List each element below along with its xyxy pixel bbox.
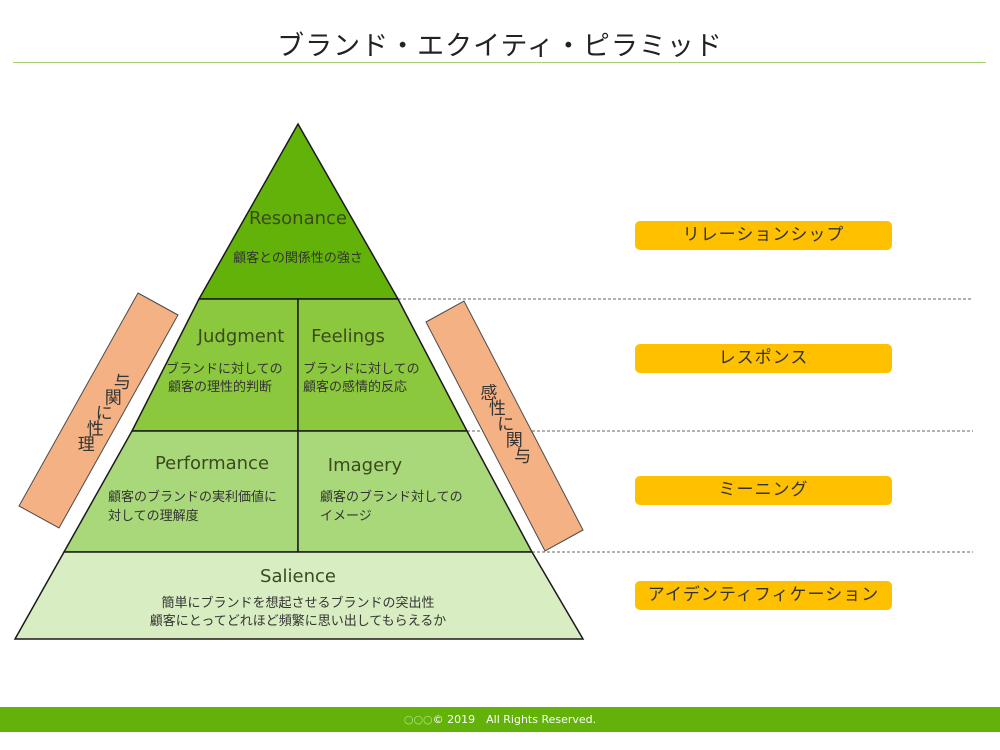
level-badge-identification: アイデンティフィケーション <box>635 581 892 610</box>
performance-title: Performance <box>155 453 269 474</box>
tier-salience <box>13 551 585 640</box>
right-side-char-5: 与 <box>514 447 531 467</box>
judgment-desc-line2: 顧客の理性的判断 <box>168 379 272 395</box>
judgment-title: Judgment <box>197 326 285 347</box>
performance-desc-line2: 対しての理解度 <box>108 508 199 524</box>
right-side-char-4: 関 <box>506 431 523 451</box>
left-side-box-rational: 理 性 に 関 与 <box>18 292 179 529</box>
footer-company-placeholder: ○○○ <box>403 713 433 726</box>
performance-desc-line1: 顧客のブランドの実利価値に <box>108 489 277 505</box>
right-side-box-shape <box>425 300 584 552</box>
left-side-char-3: に <box>96 404 113 424</box>
right-side-char-3: に <box>497 415 514 435</box>
feelings-desc-line1: ブランドに対しての <box>303 361 420 377</box>
left-side-char-5: 与 <box>114 373 131 393</box>
level-badge-response: レスポンス <box>635 344 892 373</box>
salience-title: Salience <box>260 566 336 587</box>
footer-bar: ○○○© 2019 All Rights Reserved. <box>0 707 1000 732</box>
imagery-desc-line2: イメージ <box>320 509 372 524</box>
title-divider <box>13 62 986 63</box>
left-side-char-1: 理 <box>78 435 95 455</box>
level-badge-meaning: ミーニング <box>635 476 892 505</box>
left-side-box-shape <box>18 292 179 529</box>
right-side-box-emotional: 感 性 に 関 与 <box>425 300 584 552</box>
salience-desc-line2: 顧客にとってどれほど頻繁に思い出してもらえるか <box>150 613 447 629</box>
left-side-char-2: 性 <box>87 420 104 440</box>
imagery-title: Imagery <box>328 455 403 476</box>
right-side-char-2: 性 <box>489 399 506 419</box>
feelings-title: Feelings <box>311 326 385 347</box>
imagery-desc-line1: 顧客のブランド対しての <box>320 489 463 505</box>
page-title: ブランド・エクイティ・ピラミッド <box>277 31 723 62</box>
footer-copyright: © 2019 All Rights Reserved. <box>432 713 597 726</box>
level-badge-relationship: リレーションシップ <box>635 221 892 250</box>
resonance-desc: 顧客との関係性の強さ <box>233 250 363 266</box>
resonance-title: Resonance <box>249 208 347 229</box>
judgment-desc-line1: ブランドに対しての <box>166 361 283 377</box>
left-side-char-4: 関 <box>105 388 122 408</box>
right-side-char-1: 感 <box>480 383 497 403</box>
feelings-desc-line2: 顧客の感情的反応 <box>303 379 407 395</box>
salience-desc-line1: 簡単にブランドを想起させるブランドの突出性 <box>161 595 434 611</box>
